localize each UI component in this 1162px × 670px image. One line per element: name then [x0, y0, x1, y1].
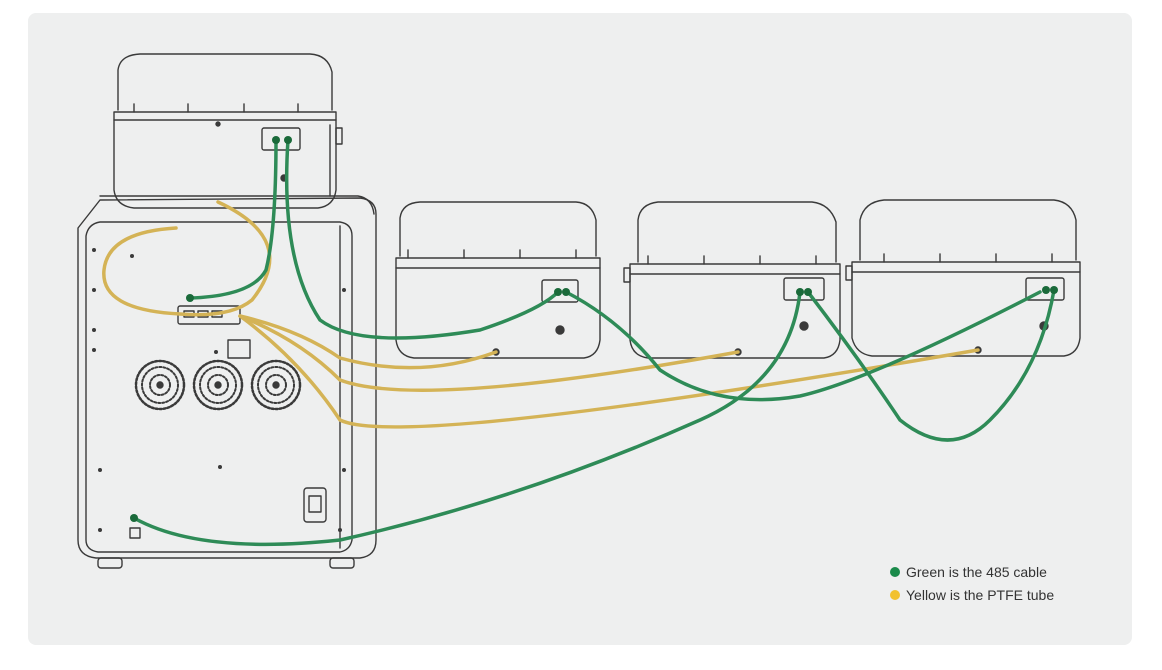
green-dot-icon — [890, 567, 900, 577]
cable-connectors — [130, 136, 1058, 522]
fan-icon — [134, 359, 186, 411]
yellow-dot-icon — [890, 590, 900, 600]
legend-label: Yellow is the PTFE tube — [906, 587, 1055, 603]
legend-item-ptfe-tube: Yellow is the PTFE tube — [890, 587, 1054, 603]
fan-icon — [250, 359, 302, 411]
main-printer — [77, 195, 377, 569]
fan-icon — [192, 359, 244, 411]
485-cables — [132, 138, 1056, 547]
ams-unit-2 — [395, 201, 601, 359]
legend-label: Green is the 485 cable — [906, 564, 1047, 580]
ams-unit-3 — [623, 201, 841, 359]
ams-unit-top — [113, 53, 343, 209]
legend-item-485-cable: Green is the 485 cable — [890, 564, 1047, 580]
